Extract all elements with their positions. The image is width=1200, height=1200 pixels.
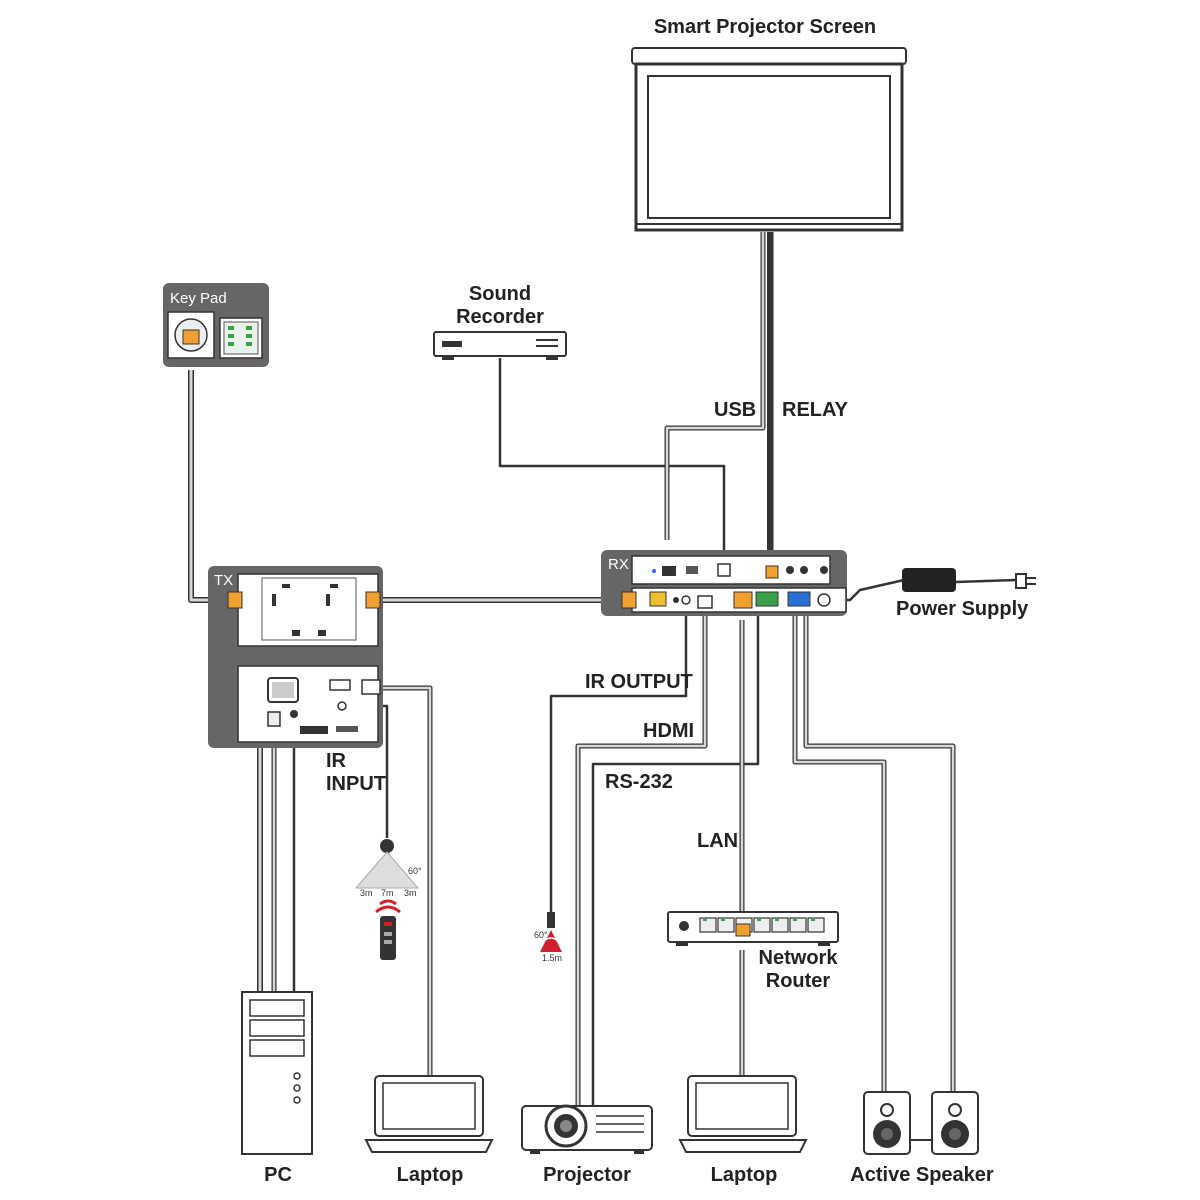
network-router-label-line1: Network [758,947,838,969]
pc-device [241,991,313,1155]
network-router-label: Network Router [759,947,838,993]
laptop-right-label: Laptop [710,1164,778,1186]
ir-input-label-line1: IR [326,750,346,772]
rx-device [601,550,847,616]
projector-device [521,1104,653,1154]
ir-receiver-center-range: 7m [381,888,394,898]
laptop-left-label: Laptop [396,1164,464,1186]
usb-label: USB [714,399,757,421]
sound-recorder-label-line2: Recorder [456,306,544,328]
rx-label: RX [608,556,629,573]
sound-recorder-label-line1: Sound [468,283,532,305]
projector-label: Projector [543,1164,631,1186]
ir-receiver-angle: 60° [408,866,422,876]
sound-recorder-label: Sound Recorder [456,283,544,329]
ir-receiver [354,839,420,960]
hdmi-label: HDMI [643,720,695,742]
active-speaker-right [931,1091,979,1155]
laptop-left-device [364,1075,494,1153]
network-router-label-line2: Router [765,970,831,992]
active-speaker-left [863,1091,911,1155]
ir-emitter [540,912,562,952]
relay-label: RELAY [782,399,848,421]
ir-emitter-range: 1.5m [542,953,563,963]
pc-label: PC [264,1164,292,1186]
diagram-title: Smart Projector Screen [653,16,877,38]
rs232-label: RS-232 [605,771,673,793]
keypad-label: Key Pad [170,290,227,307]
sound-recorder-device [433,331,567,360]
power-supply-device [902,568,1036,592]
lan-label: LAN [697,830,739,852]
network-router-device [667,911,839,946]
ir-emitter-angle: 60° [534,930,548,940]
ir-input-label-line2: INPUT [326,773,386,795]
laptop-right-device [678,1075,808,1153]
tx-label: TX [214,572,234,589]
active-speaker-label: Active Speaker [850,1164,994,1186]
ir-receiver-left-range: 3m [360,888,373,898]
power-supply-label: Power Supply [896,598,1029,620]
tx-device [208,566,383,748]
projector-screen [631,47,907,232]
ir-input-label: IR INPUT [326,750,386,796]
ir-receiver-right-range: 3m [404,888,417,898]
ir-output-label: IR OUTPUT [585,671,693,693]
keypad-device [163,283,269,367]
